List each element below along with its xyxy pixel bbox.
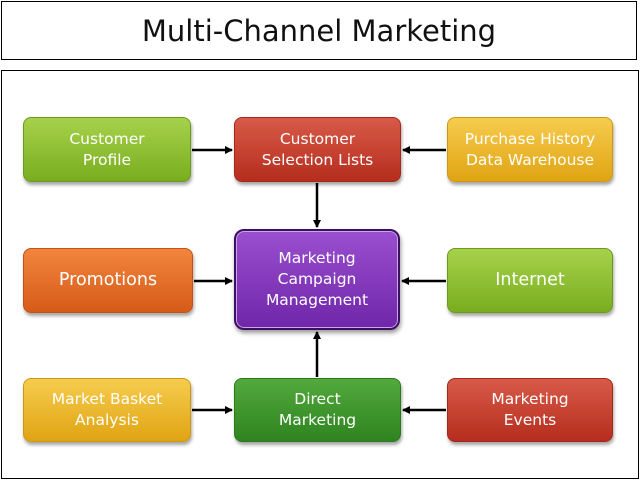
node-purchase-history-data-warehouse: Purchase History Data Warehouse bbox=[447, 117, 613, 182]
diagram-frame bbox=[1, 70, 639, 479]
diagram-title: Multi-Channel Marketing bbox=[141, 13, 497, 48]
node-customer-selection-lists: Customer Selection Lists bbox=[234, 117, 401, 182]
node-customer-profile: Customer Profile bbox=[23, 117, 191, 182]
title-frame: Multi-Channel Marketing bbox=[1, 1, 637, 60]
node-market-basket-analysis: Market Basket Analysis bbox=[23, 378, 191, 442]
node-marketing-events: Marketing Events bbox=[447, 378, 613, 442]
node-marketing-campaign-management: Marketing Campaign Management bbox=[234, 229, 400, 330]
node-internet: Internet bbox=[447, 248, 613, 313]
node-direct-marketing: Direct Marketing bbox=[234, 378, 401, 442]
node-promotions: Promotions bbox=[23, 248, 193, 313]
